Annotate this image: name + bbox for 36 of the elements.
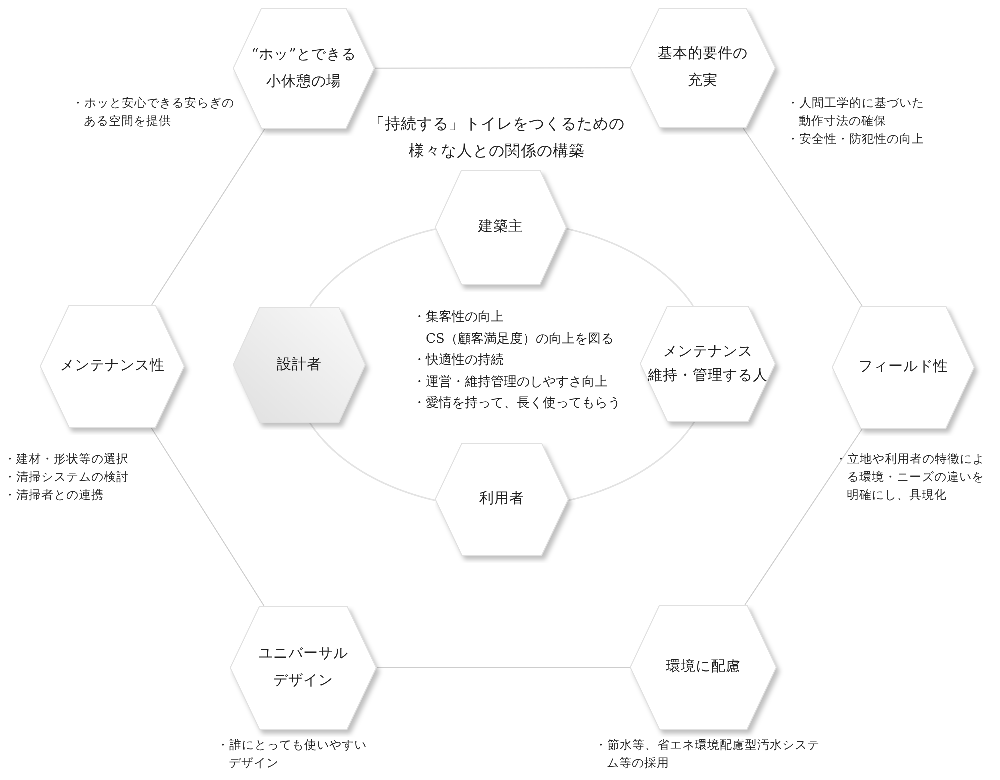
node-label: メンテナンス性 [60, 357, 165, 376]
bullet-note: ・清掃者との連携 [4, 487, 105, 504]
bullet-note: ・建材・形状等の選択 [4, 451, 130, 468]
arc-line [310, 228, 436, 308]
bullet-note: ・清掃システムの検討 [4, 469, 130, 486]
bullet-note: ・集客性の向上 [413, 309, 505, 327]
bullet-note: ・ホッと安心できる安らぎのある空間を提供 [72, 95, 236, 130]
arc-line [310, 422, 436, 502]
bullet-note: ・誰にとっても使いやすいデザイン [217, 737, 368, 772]
bullet-note: ・節水等、省エネ環境配慮型汚水システム等の採用 [595, 737, 821, 772]
node-label: フィールド性 [858, 358, 948, 377]
connector-line [744, 428, 863, 606]
node-label: “ホッ”とできる小休憩の場 [250, 46, 358, 92]
node-label: 環境に配慮 [666, 658, 741, 677]
connector-line [742, 128, 863, 306]
bullet-note: ・快適性の持続 [413, 352, 505, 370]
connector-line [151, 428, 265, 606]
arc-line [568, 422, 696, 502]
arc-line [566, 228, 694, 306]
node-label: 利用者 [480, 490, 524, 509]
bullet-note: ・安全性・防犯性の向上 [787, 131, 926, 148]
bullet-note: ・運営・維持管理のしやすさ向上 [413, 374, 609, 392]
node-label: 建築主 [478, 218, 524, 237]
node-label: ユニバーサルデザイン [257, 645, 350, 691]
node-label: 設計者 [277, 356, 322, 374]
connector-line [152, 128, 266, 306]
node-label: メンテナンス [663, 343, 753, 362]
bullet-note: ・立地や利用者の特徴による環境・ニーズの違いを明確にし、具現化 [835, 451, 986, 504]
connector-line [376, 667, 630, 668]
bullet-note: ・人間工学的に基づいた動作寸法の確保 [787, 95, 926, 130]
connector-line [374, 68, 630, 69]
node-label: 基本的要件の充実 [656, 45, 749, 91]
bullet-note: ・愛情を持って、長く使ってもらう [413, 395, 621, 413]
diagram-title: 「持続する」トイレをつくるための様々な人との関係の構築 [368, 114, 626, 162]
node-label: 維持・管理する人 [648, 367, 768, 386]
bullet-note: CS（顧客満足度）の向上を図る [425, 330, 615, 348]
